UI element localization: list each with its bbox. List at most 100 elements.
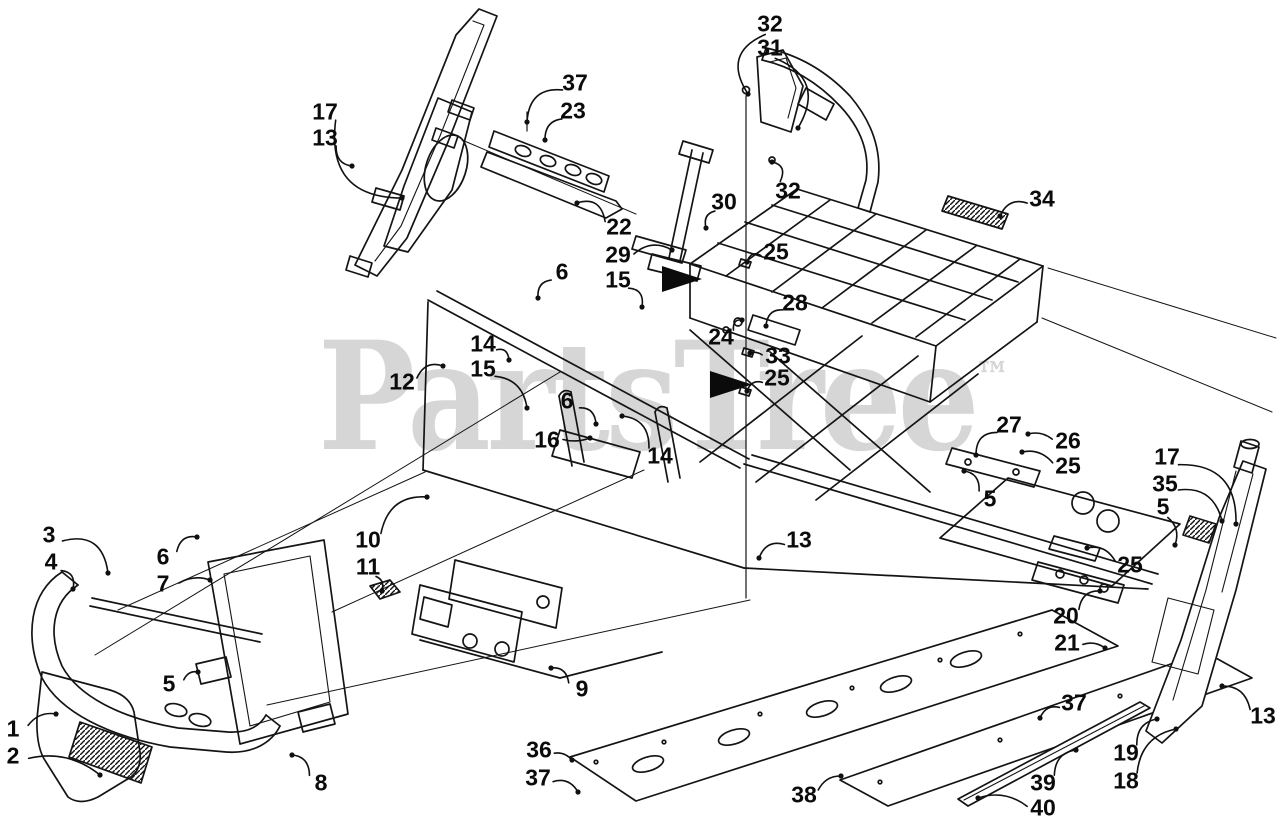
fastener-dot	[1084, 545, 1090, 551]
leader-line	[1136, 728, 1177, 774]
leader-line	[550, 667, 570, 684]
perspective-guide-lines	[94, 371, 751, 706]
fastener-dot	[535, 295, 541, 301]
fastener-dot	[795, 125, 801, 131]
fastener-dot	[440, 363, 446, 369]
fastener-dot	[1233, 521, 1239, 527]
fastener-dot	[639, 304, 645, 310]
leader-line	[537, 279, 552, 299]
leader-line	[1177, 463, 1237, 525]
fastener-dot	[975, 795, 981, 801]
leader-line	[1086, 546, 1116, 562]
leader-line	[576, 200, 606, 223]
fastener-dot	[997, 213, 1003, 219]
fastener-dot	[669, 247, 675, 253]
fastener-dot	[97, 772, 103, 778]
leader-line	[553, 752, 573, 761]
leader-line	[746, 380, 764, 392]
fastener-dot	[1019, 449, 1025, 455]
leader-line	[817, 775, 842, 791]
fastener-dot	[961, 468, 967, 474]
leader-line	[1039, 706, 1061, 719]
left-cage-panel	[345, 8, 637, 278]
fastener-dot	[587, 435, 593, 441]
leader-line	[1078, 590, 1101, 611]
right-side-panel	[1145, 438, 1267, 744]
leader-line	[175, 535, 198, 553]
leader-line	[704, 210, 716, 229]
leader-line	[774, 57, 809, 129]
support-strut	[647, 140, 714, 282]
leader-line	[1167, 516, 1178, 546]
skid-plates	[569, 609, 1253, 807]
fastener-dot	[769, 159, 775, 165]
leader-line	[178, 577, 211, 584]
fastener-dot	[1173, 726, 1179, 732]
fastener-dot	[542, 137, 548, 143]
leader-line	[291, 754, 311, 777]
cargo-bed-frame	[689, 188, 1277, 413]
leader-line	[1135, 718, 1158, 746]
direction-arrow-icon	[710, 371, 752, 398]
fastener-dot	[1154, 716, 1160, 722]
main-chassis	[369, 235, 1181, 679]
leader-line	[758, 542, 786, 559]
leader-line	[27, 755, 101, 776]
leader-line	[333, 119, 403, 199]
fastener-dot	[575, 789, 581, 795]
fastener-dot	[763, 323, 769, 329]
leader-line	[627, 287, 644, 308]
fastener-dot	[349, 163, 355, 169]
fastener-dot	[739, 317, 745, 323]
leader-line	[335, 145, 353, 167]
leader-line	[61, 538, 109, 574]
leader-line	[60, 569, 75, 590]
fastener-dot	[1073, 747, 1079, 753]
fastener-dot	[1037, 715, 1043, 721]
fastener-dot	[747, 350, 753, 356]
leader-line	[999, 200, 1028, 217]
fastener-dot	[379, 588, 385, 594]
leader-line	[562, 437, 591, 442]
fastener-dot	[838, 773, 844, 779]
front-bumper-assembly	[31, 539, 349, 803]
fastener-dot	[619, 413, 625, 419]
fastener-dot	[207, 577, 213, 583]
fastener-dot	[1097, 588, 1103, 594]
fastener-dot	[569, 757, 575, 763]
leader-line	[1021, 450, 1054, 464]
fastener-dot	[1219, 518, 1225, 524]
leader-line	[621, 415, 650, 449]
fastener-dot	[524, 119, 530, 125]
leader-line	[1221, 685, 1251, 711]
leader-line	[975, 431, 998, 456]
fastener-dot	[506, 357, 512, 363]
leader-line	[1082, 642, 1106, 649]
fastener-dot	[745, 91, 751, 97]
fastener-dot	[424, 494, 430, 500]
leader-line	[1027, 432, 1054, 440]
fastener-dot	[756, 555, 762, 561]
fastener-dot	[524, 405, 530, 411]
fastener-dot	[744, 388, 750, 394]
leader-line	[765, 309, 784, 327]
fastener-dot	[548, 665, 554, 671]
leader-line	[380, 496, 428, 535]
fastener-dot	[1025, 431, 1031, 437]
fastener-dot	[574, 200, 580, 206]
fastener-dot	[70, 586, 76, 592]
leader-line	[1053, 749, 1077, 777]
leader-line	[526, 88, 564, 123]
fastener-dot	[593, 421, 599, 427]
direction-arrow-icon	[662, 266, 702, 292]
leader-line	[416, 363, 444, 379]
fastener-dot	[53, 711, 59, 717]
leader-line	[963, 470, 980, 492]
leader-line	[544, 118, 563, 141]
fastener-dot	[1102, 645, 1108, 651]
fastener-dot	[105, 570, 111, 576]
fastener-dot	[195, 669, 201, 675]
